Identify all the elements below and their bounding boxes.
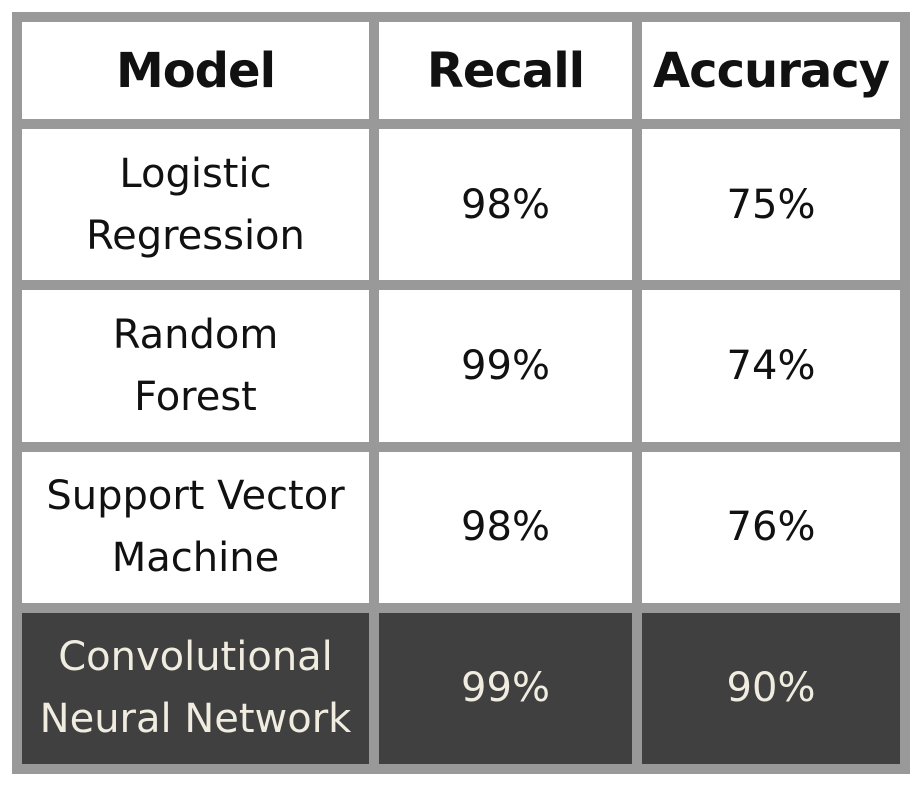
model-name-line: Neural Network: [39, 696, 352, 743]
accuracy-cell: 76%: [642, 451, 900, 603]
model-name-line: Regression: [86, 212, 305, 259]
header-row: Model Recall Accuracy: [22, 22, 900, 120]
model-name-line: Forest: [134, 373, 257, 420]
accuracy-cell: 90%: [642, 612, 900, 764]
recall-cell: 99%: [379, 290, 632, 442]
recall-cell: 98%: [379, 129, 632, 281]
model-name-line: Support Vector: [46, 473, 345, 520]
header-recall: Recall: [379, 22, 632, 120]
accuracy-cell: 75%: [642, 129, 900, 281]
header-accuracy: Accuracy: [642, 22, 900, 120]
model-name-line: Logistic: [119, 150, 272, 197]
recall-cell: 99%: [379, 612, 632, 764]
model-name-line: Random: [112, 311, 279, 358]
accuracy-cell: 74%: [642, 290, 900, 442]
header-model: Model: [22, 22, 369, 120]
model-name-line: Machine: [111, 535, 280, 582]
recall-cell: 98%: [379, 451, 632, 603]
model-name-line: Convolutional: [58, 634, 333, 681]
